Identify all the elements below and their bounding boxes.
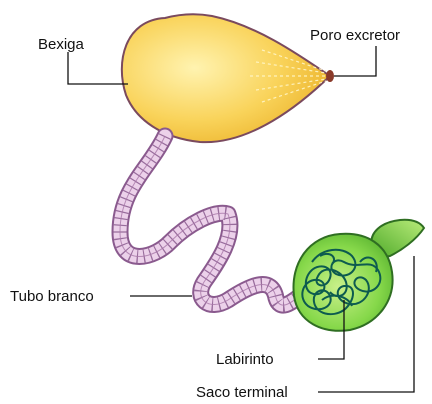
- label-white-tube: Tubo branco: [10, 288, 94, 305]
- white-tube: [120, 136, 300, 305]
- label-labyrinth: Labirinto: [216, 351, 274, 368]
- label-excretory-pore: Poro excretor: [310, 27, 400, 44]
- label-terminal-sac: Saco terminal: [196, 384, 288, 401]
- label-bladder: Bexiga: [38, 36, 85, 53]
- bladder-body: [122, 14, 330, 142]
- bladder: [122, 14, 334, 142]
- terminal-sac-group: [293, 220, 424, 331]
- leader-bladder: [68, 52, 128, 84]
- leader-excretory-pore: [334, 46, 376, 76]
- excretory-pore: [326, 70, 334, 82]
